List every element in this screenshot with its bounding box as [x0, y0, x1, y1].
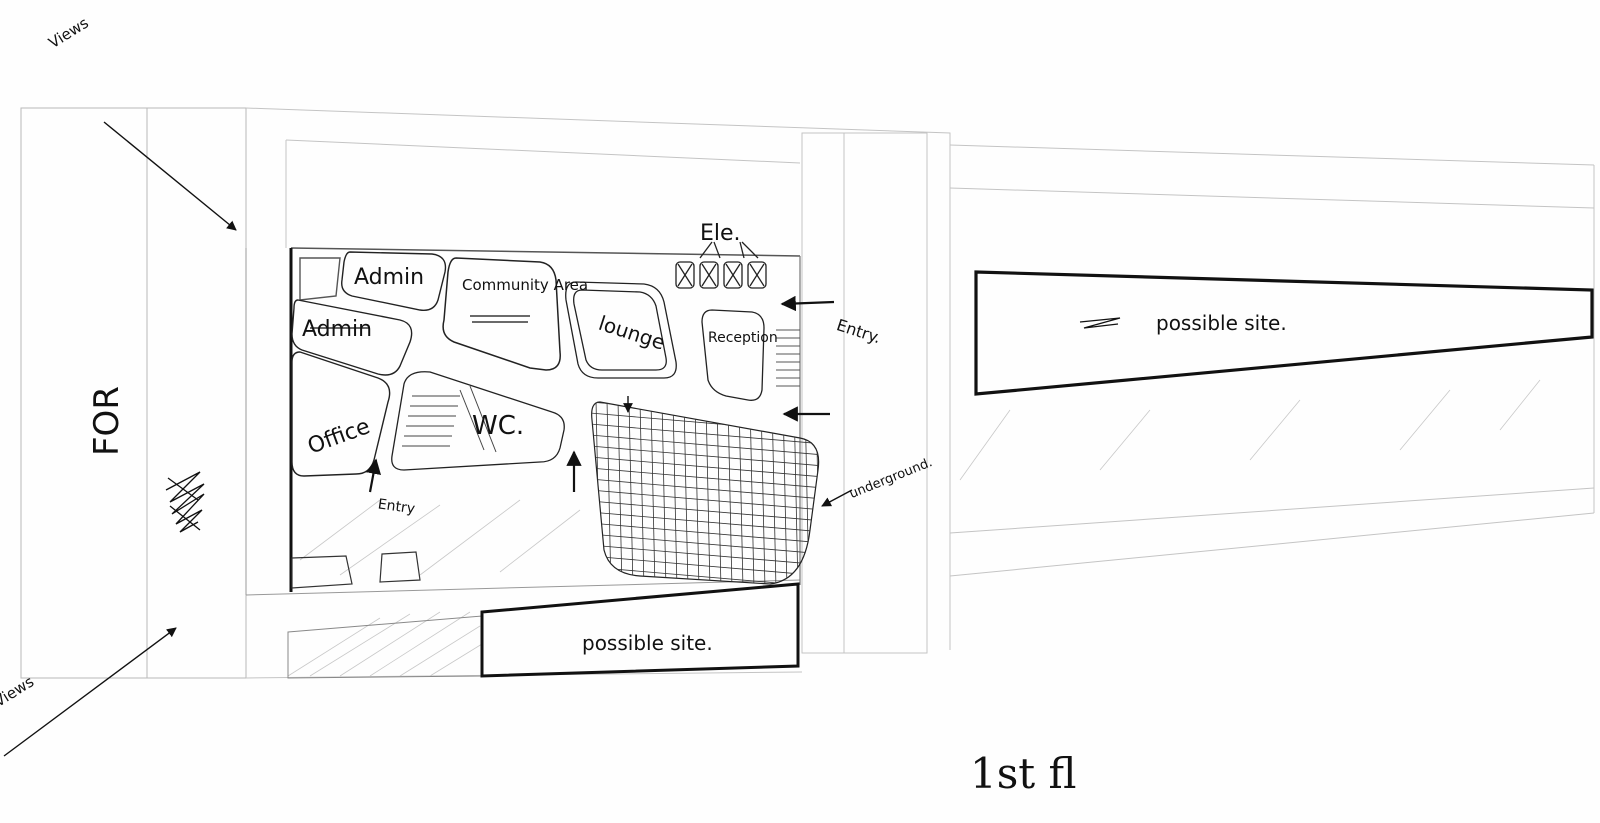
elevator-group: [675, 241, 767, 289]
entry-label-1: Entry: [377, 496, 416, 517]
reception-label: Reception: [708, 330, 778, 346]
admin-room-1: [299, 251, 447, 311]
reception-room: [701, 309, 800, 401]
possible-site-label-right: possible site.: [1156, 311, 1287, 335]
hatching: [287, 379, 1541, 677]
lounge-label: lounge: [596, 311, 668, 355]
admin-room-2: [291, 299, 413, 376]
views-arrow-top: [103, 121, 237, 231]
admin-label-1: Admin: [354, 265, 424, 290]
floor-label: 1st fl: [970, 749, 1077, 798]
lounge-room: [565, 281, 677, 379]
admin-label-2: Admin: [302, 317, 372, 342]
underground-parking: [591, 401, 820, 585]
possible-site-right: [974, 270, 1594, 396]
possible-site-bottom: [287, 582, 800, 679]
site-furniture: [291, 551, 421, 589]
wc-label: WC.: [472, 411, 524, 441]
arrows: [3, 121, 853, 757]
road-band: [20, 107, 247, 679]
views-arrow-bottom: [3, 627, 177, 757]
entry-arrow-right: [780, 295, 835, 312]
entry-label-2: Entry.: [834, 315, 883, 347]
community-room: [442, 257, 561, 371]
office-room: [291, 351, 391, 477]
road-label: FOR: [87, 386, 127, 456]
wc-room: [391, 371, 565, 471]
underground-label: underground.: [847, 455, 934, 502]
ele-label: Ele.: [700, 221, 741, 246]
possible-site-label-bottom: possible site.: [582, 631, 713, 655]
underground-arrow: [821, 489, 853, 507]
entry-arrow-left: [365, 458, 382, 493]
community-label: Community Area: [462, 276, 588, 294]
scribble-marks: [165, 315, 1121, 533]
views-label-top: Views: [45, 14, 92, 52]
site-boundary: [245, 107, 1595, 679]
office-label: Office: [305, 414, 374, 459]
